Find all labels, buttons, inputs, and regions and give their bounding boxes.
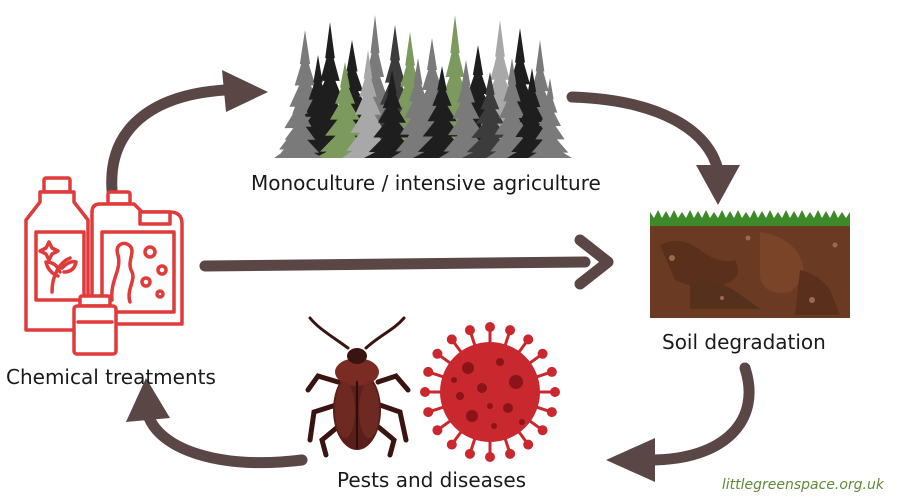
node-label-chemical-treatments: Chemical treatments bbox=[6, 365, 216, 389]
conifer-forest-icon bbox=[274, 15, 572, 158]
virus-spot bbox=[491, 423, 497, 429]
soil-layer-icon bbox=[650, 210, 850, 318]
site-credit: littlegreenspace.org.uk bbox=[721, 477, 884, 493]
virus-spike-tip bbox=[505, 448, 516, 459]
arrow-pests-to-chemicals bbox=[126, 378, 308, 468]
virus-spike-tip bbox=[420, 387, 430, 397]
virus-spike-tip bbox=[423, 366, 434, 377]
virus-spot bbox=[466, 410, 478, 422]
virus-spike-tip bbox=[446, 334, 457, 345]
arrow-soil-to-pests bbox=[606, 362, 755, 482]
virus-spike-tip bbox=[432, 348, 443, 359]
virus-spot bbox=[487, 403, 493, 409]
virus-spot bbox=[462, 362, 474, 374]
arrow-monoculture-to-soil bbox=[566, 91, 740, 205]
conifer-tree bbox=[364, 70, 420, 158]
virus-spike-tip bbox=[537, 425, 548, 436]
virus-spike-tip bbox=[537, 348, 548, 359]
virus-spot bbox=[509, 375, 523, 389]
virus-spike-tip bbox=[546, 366, 557, 377]
virus-spike-tip bbox=[485, 452, 495, 462]
conifer-tree bbox=[277, 80, 323, 158]
node-label-monoculture: Monoculture / intensive agriculture bbox=[251, 171, 601, 195]
virus-spike-tip bbox=[523, 439, 534, 450]
virus-spot bbox=[456, 392, 464, 400]
virus-spike-tip bbox=[432, 425, 443, 436]
virus-spike-tip bbox=[464, 448, 475, 459]
virus-spot bbox=[451, 377, 457, 383]
virus-spot bbox=[496, 358, 504, 366]
virus-spot bbox=[519, 419, 525, 425]
arrow-chemicals-to-soil bbox=[199, 234, 614, 290]
virus-spike-tip bbox=[446, 439, 457, 450]
virus-spot bbox=[477, 383, 487, 393]
virus-spike-tip bbox=[423, 407, 434, 418]
virus-spot bbox=[503, 403, 513, 413]
virus-spike-tip bbox=[550, 387, 560, 397]
cockroach-icon bbox=[305, 316, 411, 458]
virus-spike-tip bbox=[485, 322, 495, 332]
virus-spike-tip bbox=[464, 325, 475, 336]
virus-icon bbox=[420, 322, 560, 462]
node-label-soil-degradation: Soil degradation bbox=[662, 330, 826, 354]
arrow-chemicals-to-monoculture bbox=[106, 70, 268, 196]
conifer-tree bbox=[528, 78, 572, 158]
virus-spike-tip bbox=[523, 334, 534, 345]
virus-spike-tip bbox=[505, 325, 516, 336]
virus-body bbox=[440, 342, 540, 442]
chemical-bottles-icon bbox=[24, 176, 184, 356]
node-label-pests-and-diseases: Pests and diseases bbox=[337, 468, 527, 492]
virus-spike-tip bbox=[546, 407, 557, 418]
